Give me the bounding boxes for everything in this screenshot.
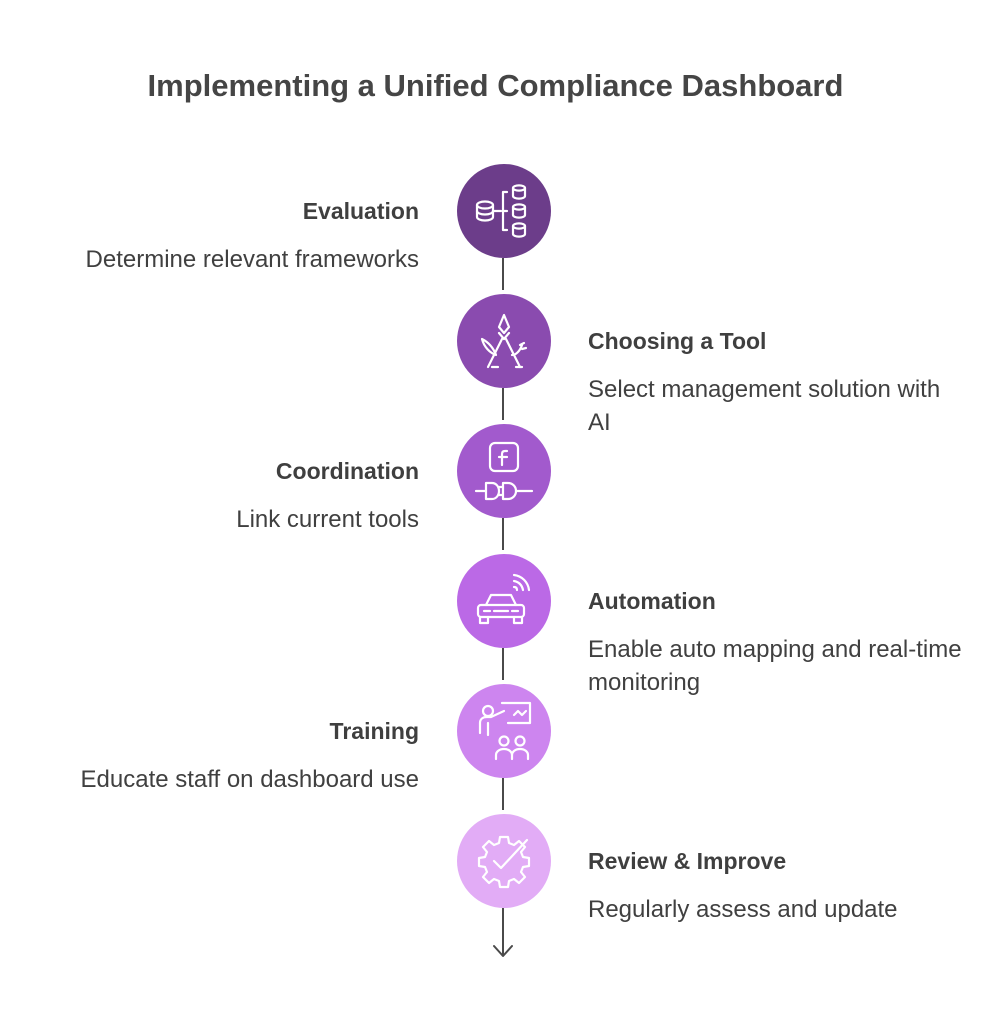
step-circle <box>457 684 551 778</box>
step-heading: Coordination <box>275 458 419 484</box>
step-circle <box>457 424 551 518</box>
step-heading: Training <box>329 718 419 744</box>
page-title: Implementing a Unified Compliance Dashbo… <box>147 68 844 103</box>
step-circle <box>457 164 551 258</box>
step-heading: Automation <box>588 588 716 614</box>
step-heading: Evaluation <box>302 198 419 224</box>
step-heading: Review & Improve <box>588 848 787 874</box>
step-description: Regularly assess and update <box>588 896 898 923</box>
step-heading: Choosing a Tool <box>588 328 767 354</box>
plug-connection-icon <box>474 441 534 501</box>
arrow-down-icon <box>493 945 513 957</box>
connector-line <box>502 388 504 420</box>
step-description: Select management solution with AI <box>588 376 941 436</box>
connected-car-icon <box>476 573 531 625</box>
step-circle <box>457 814 551 908</box>
gear-check-icon <box>477 835 531 889</box>
connector-line <box>502 518 504 550</box>
step-description: Educate staff on dashboard use <box>80 766 419 793</box>
step-description: Determine relevant frameworks <box>85 246 419 273</box>
step-circle <box>457 294 551 388</box>
step-circle <box>457 554 551 648</box>
presenter-audience-icon <box>478 701 532 761</box>
connector-line <box>502 648 504 680</box>
step-description: Link current tools <box>236 506 419 533</box>
connector-line <box>502 258 504 290</box>
connector-line <box>502 778 504 810</box>
step-description: Enable auto mapping and real-time monito… <box>588 636 962 696</box>
database-network-icon <box>475 184 527 238</box>
multitool-icon <box>480 313 528 369</box>
connector-line <box>502 908 504 956</box>
